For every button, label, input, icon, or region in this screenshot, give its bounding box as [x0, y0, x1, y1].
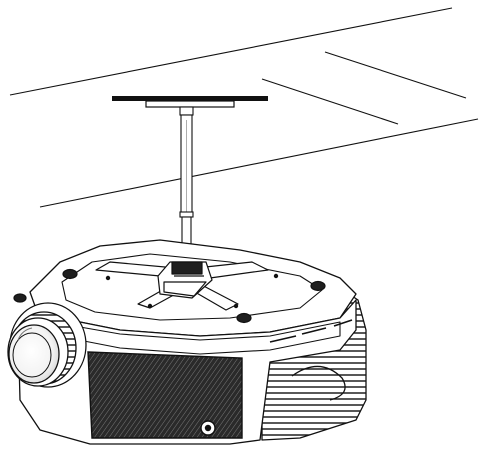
lens-inner-ring: [12, 332, 52, 378]
lens-highlight: [17, 327, 33, 341]
mount-pole: [179, 106, 194, 264]
ceiling-seam-line: [324, 51, 467, 99]
ceiling-edge-line: [9, 7, 453, 96]
screw: [233, 303, 239, 309]
power-cable: [291, 365, 346, 401]
screw: [105, 275, 111, 281]
foot: [310, 280, 326, 292]
mount-bracket: [95, 261, 269, 311]
lens-glass: [8, 324, 60, 384]
ceiling-seam-line: [261, 78, 399, 125]
screw: [147, 303, 153, 309]
foot: [236, 312, 252, 324]
front-vent-grille: [87, 351, 243, 439]
projector-front-bezel: [39, 319, 341, 355]
ceiling-lines: [9, 7, 479, 208]
projector-lens: [7, 302, 87, 388]
front-power-button: [200, 420, 216, 436]
foot: [62, 268, 78, 280]
ceiling-mount-plate: [112, 96, 268, 108]
foot: [13, 293, 27, 303]
ceiling-edge-line: [39, 118, 479, 208]
side-vent-slots: [269, 319, 353, 343]
screw: [273, 273, 279, 279]
projector-feet: [13, 268, 326, 324]
top-screws: [105, 273, 279, 309]
